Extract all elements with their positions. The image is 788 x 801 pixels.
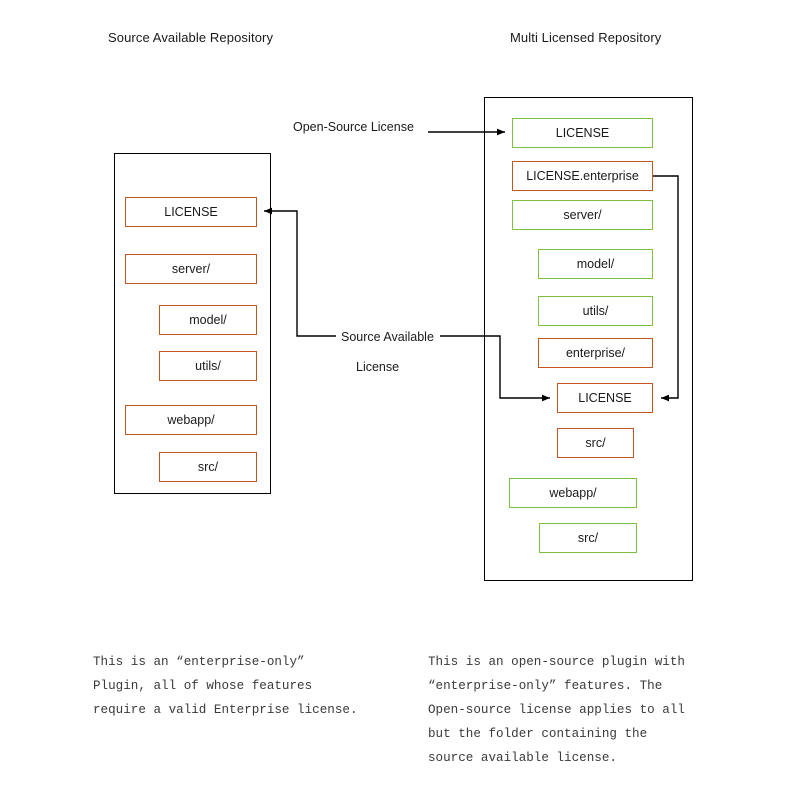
- right-node-webapp[interactable]: webapp/: [509, 478, 637, 508]
- right-node-enterprise[interactable]: enterprise/: [538, 338, 653, 368]
- right-repo-title: Multi Licensed Repository: [510, 30, 662, 45]
- source-available-license-label-line2: License: [356, 360, 400, 374]
- right-node-license-source-available[interactable]: LICENSE: [557, 383, 653, 413]
- left-caption: This is an “enterprise-only” Plugin, all…: [93, 655, 358, 717]
- left-node-model[interactable]: model/: [159, 305, 257, 335]
- right-node-utils[interactable]: utils/: [538, 296, 653, 326]
- right-node-license-enterprise[interactable]: LICENSE.enterprise: [512, 161, 653, 191]
- source-available-license-label-line1: Source Available: [341, 330, 434, 344]
- right-caption: This is an open-source plugin with “ente…: [428, 655, 685, 765]
- left-node-license[interactable]: LICENSE: [125, 197, 257, 227]
- left-node-server[interactable]: server/: [125, 254, 257, 284]
- right-node-license-open[interactable]: LICENSE: [512, 118, 653, 148]
- open-source-license-label: Open-Source License: [293, 120, 414, 134]
- left-node-utils[interactable]: utils/: [159, 351, 257, 381]
- left-node-webapp[interactable]: webapp/: [125, 405, 257, 435]
- right-node-src-enterprise[interactable]: src/: [557, 428, 634, 458]
- right-node-model[interactable]: model/: [538, 249, 653, 279]
- right-node-server[interactable]: server/: [512, 200, 653, 230]
- right-node-src-open[interactable]: src/: [539, 523, 637, 553]
- arrow-source-available-to-left-license: [264, 207, 336, 337]
- left-node-src[interactable]: src/: [159, 452, 257, 482]
- left-repo-title: Source Available Repository: [108, 30, 274, 45]
